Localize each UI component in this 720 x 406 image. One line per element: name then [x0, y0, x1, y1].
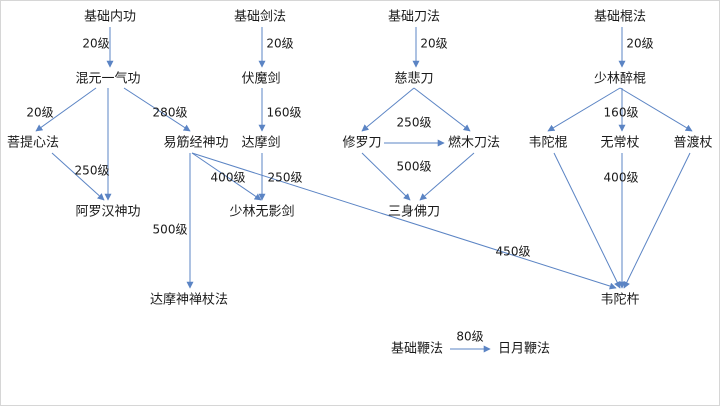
- node-ranmu: 燃木刀法: [448, 135, 500, 151]
- node-damochan: 达摩神禅杖法: [150, 292, 228, 308]
- node-damojian: 达摩剑: [241, 135, 280, 151]
- edge-ranmu-to-sanshen: [419, 152, 475, 201]
- node-puti: 菩提心法: [7, 135, 59, 151]
- node-yijin: 易筋经神功: [163, 135, 228, 151]
- edges-layer: [35, 27, 693, 353]
- edge-xiuluo-to-sanshen: [361, 152, 411, 201]
- edge-label-fumo-to-damojian: 160级: [267, 106, 302, 120]
- edge-label-xiuluo-to-ranmu: 250级: [397, 116, 432, 130]
- node-luohan: 阿罗汉神功: [75, 205, 140, 220]
- edge-labels-layer: 20级 20级 280级 250级 400级 500级 450级 20级 160级 20级 250级…: [26, 37, 653, 344]
- edge-label-yijin-to-weituochu: 450级: [496, 245, 531, 259]
- edge-hunyuan-to-puti: [35, 87, 97, 132]
- node-zuigun: 少林醉棍: [594, 71, 646, 87]
- node-xiuluo: 修罗刀: [342, 136, 381, 151]
- edge-label-hunyuan-to-yijin: 280级: [153, 106, 188, 120]
- edge-label-bianfa-to-riyue: 80级: [456, 330, 483, 344]
- node-cibei: 慈悲刀: [394, 71, 433, 87]
- edge-zuigun-to-weituogun: [547, 87, 621, 132]
- edge-label-xiuluo-to-sanshen: 500级: [397, 160, 432, 174]
- node-wuying: 少林无影剑: [229, 204, 294, 220]
- edge-label-yijin-to-damochan: 500级: [153, 223, 188, 237]
- node-pudu: 普渡杖: [673, 135, 712, 151]
- edge-label-puti-to-luohan: 250级: [75, 164, 110, 178]
- edge-cibei-to-xiuluo: [361, 87, 415, 132]
- edge-hunyuan-to-yijin: [123, 87, 191, 132]
- edge-zuigun-to-pudu: [619, 87, 693, 132]
- node-gunfa: 基础棍法: [594, 10, 646, 25]
- edge-label-wuchang-to-weituochu: 400级: [604, 171, 639, 185]
- edge-label-daofa-to-cibei: 20级: [420, 37, 447, 51]
- edge-label-hunyuan-to-puti: 20级: [26, 106, 53, 120]
- node-fumo: 伏魔剑: [241, 71, 280, 87]
- edge-puti-to-luohan: [51, 152, 105, 201]
- node-bianfa: 基础鞭法: [391, 342, 443, 357]
- node-neigong: 基础内功: [84, 9, 136, 25]
- node-riyue: 日月鞭法: [498, 342, 550, 357]
- edge-label-zuigun-to-wuchang: 160级: [604, 106, 639, 120]
- extra-edge-label: 250级: [268, 171, 303, 185]
- edge-cibei-to-ranmu: [413, 87, 471, 132]
- node-sanshen: 三身佛刀: [388, 204, 440, 220]
- node-hunyuan: 混元一气功: [75, 71, 140, 87]
- edge-label-jianfa-to-fumo: 20级: [266, 37, 293, 51]
- node-weituochu: 韦陀杵: [600, 292, 639, 308]
- edge-yijin-to-weituochu: [191, 152, 617, 290]
- edge-label-yijin-to-wuying: 400级: [211, 171, 246, 185]
- node-jianfa: 基础剑法: [234, 9, 286, 25]
- nodes-layer: 基础内功混元一气功菩提心法易筋经神功阿罗汉神功达摩神禅杖法基础剑法伏魔剑达摩剑少…: [7, 9, 713, 357]
- edge-weituogun-to-weituochu: [553, 152, 621, 289]
- edge-pudu-to-weituochu: [623, 152, 691, 289]
- edge-label-neigong-to-hunyuan: 20级: [82, 37, 109, 51]
- edge-label-gunfa-to-zuigun: 20级: [626, 37, 653, 51]
- node-daofa: 基础刀法: [388, 10, 440, 25]
- edge-yijin-to-wuying: [191, 152, 262, 201]
- node-wuchang: 无常杖: [600, 136, 639, 151]
- node-weituogun: 韦陀棍: [528, 135, 567, 151]
